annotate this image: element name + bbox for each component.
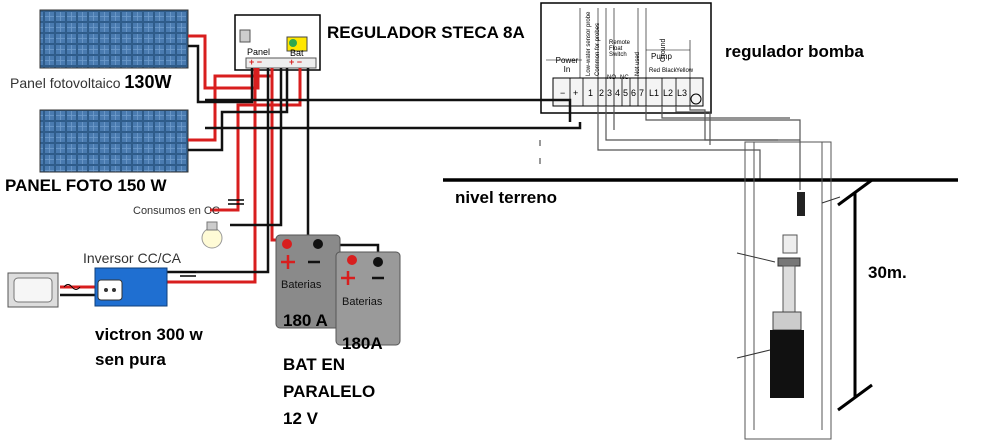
ac-outlet: [7, 272, 59, 308]
term-l2: L2: [663, 88, 674, 98]
battery-2-capacity: 180A: [342, 334, 383, 353]
steca-regulator: [234, 14, 321, 71]
power-in-label: Power In: [555, 56, 579, 74]
steca-title: REGULADOR STECA 8A: [327, 23, 525, 42]
inverter-desc-1: victron 300 w: [95, 325, 203, 344]
panel-130-label: Panel fotovoltaico: [10, 75, 121, 91]
term-4: 4: [615, 88, 621, 98]
pump-regulator: [540, 2, 712, 114]
bank-line-2: PARALELO: [283, 382, 376, 401]
bank-line-3: 12 V: [283, 409, 318, 428]
panel-130-watt: 130W: [124, 72, 172, 92]
battery-1: [275, 234, 341, 329]
common-probes-label: Common for probes: [595, 22, 601, 76]
battery-minus-marks: [308, 260, 384, 280]
panel-150-label: PANEL FOTO 150 W: [5, 176, 167, 195]
ground-terminal-label: Ground: [660, 38, 667, 62]
battery-2-label: Baterias: [342, 296, 383, 308]
battery-1-capacity: 180 A: [283, 311, 328, 330]
ground-level-label: nivel terreno: [455, 188, 558, 207]
term-plus: +: [573, 88, 579, 98]
steca-bat-label: Bat: [290, 48, 304, 58]
term-3: 3: [607, 88, 613, 98]
inverter-device: [63, 267, 196, 307]
low-water-label: Low-water sensor probe: [586, 11, 592, 76]
term-2: 2: [599, 88, 605, 98]
term-6: 6: [631, 88, 637, 98]
pump-regulator-title: regulador bomba: [725, 42, 864, 61]
light-bulb: [201, 221, 223, 249]
not-used-label: Not used: [635, 51, 641, 76]
bank-line-1: BAT EN: [283, 355, 346, 374]
term-5: 5: [623, 88, 629, 98]
pump-terminals-label: Pump: [651, 52, 672, 61]
inverter-label: Inversor CC/CA: [83, 250, 182, 266]
black-wires: [60, 44, 582, 297]
no-label: NO: [607, 75, 616, 81]
remote-float-label: Remote Float Switch: [609, 40, 631, 58]
battery-2: [335, 251, 401, 346]
term-7: 7: [639, 88, 645, 98]
solar-panel-130w: [39, 9, 189, 69]
inverter-desc-2: sen pura: [95, 350, 166, 369]
depth-label: 30m.: [868, 263, 907, 282]
battery-plus-marks: [281, 255, 355, 285]
term-l3: L3: [677, 88, 688, 98]
well-casing: [744, 141, 832, 440]
term-1: 1: [588, 88, 594, 98]
wire-black-label: Black: [662, 68, 677, 74]
steca-bat-terminals: + −: [289, 57, 303, 67]
submersible-pump: [736, 192, 841, 398]
term-minus: −: [560, 88, 566, 98]
battery-1-label: Baterias: [281, 279, 322, 291]
wire-yellow-label: Yellow: [676, 68, 694, 74]
nc-label: NC: [620, 75, 629, 81]
solar-panel-150w: [39, 109, 189, 173]
wire-red-label: Red: [649, 68, 661, 74]
dc-loads-label: Consumos en CC: [133, 205, 220, 217]
depth-dimension: [837, 178, 873, 412]
signal-wires: [539, 106, 801, 190]
steca-panel-terminals: + −: [249, 57, 263, 67]
steca-panel-label: Panel: [247, 47, 271, 57]
term-l1: L1: [649, 88, 660, 98]
